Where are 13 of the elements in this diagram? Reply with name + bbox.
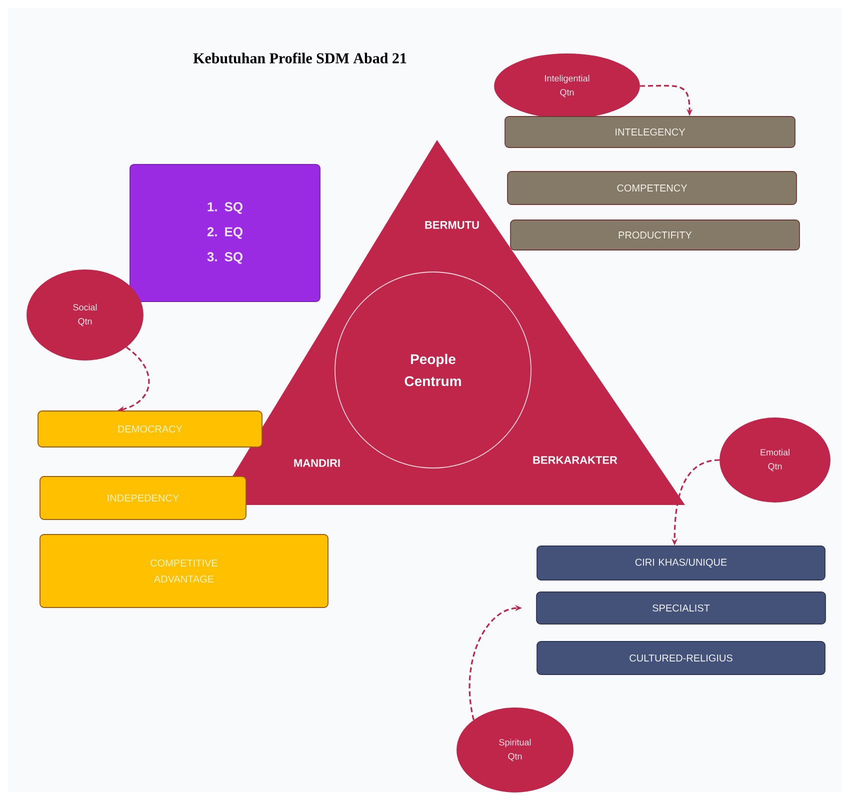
label-box: CULTURED-RELIGIUS <box>536 641 826 675</box>
label-box: INDEPEDENCY <box>40 476 246 520</box>
label-box: COMPETITIVE ADVANTAGE <box>40 534 328 608</box>
triangle-label: BERKARAKTER <box>533 456 618 464</box>
list-box: 1. SQ 2. EQ 3. SQ <box>130 164 320 302</box>
title: Kebutuhan Profile SDM Abad 21 <box>193 52 406 64</box>
label-box: DEMOCRACY <box>38 410 262 448</box>
label-box: CIRI KHAS/UNIQUE <box>536 546 826 580</box>
label-box: COMPETENCY <box>507 171 797 205</box>
label-box: SPECIALIST <box>536 592 826 624</box>
label-box: PRODUCTIFITY <box>510 220 800 250</box>
triangle-label: BERMUTU <box>425 221 479 229</box>
label-box: INTELEGENCY <box>504 116 796 148</box>
